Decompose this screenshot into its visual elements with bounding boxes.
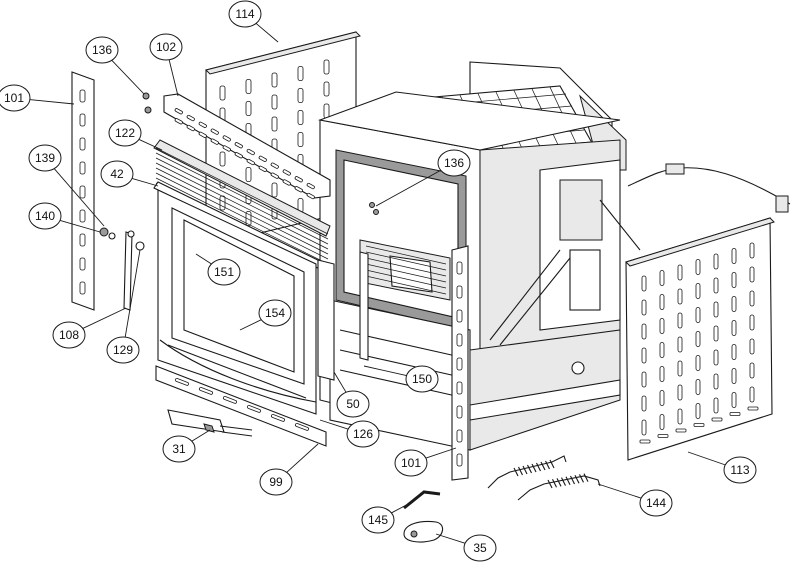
callout-35: 35 bbox=[463, 534, 497, 562]
callout-label: 108 bbox=[59, 328, 79, 342]
callout-leader-35 bbox=[435, 533, 468, 545]
callout-label: 35 bbox=[473, 541, 487, 555]
callout-leader-101 bbox=[26, 98, 75, 105]
callout-108: 108 bbox=[52, 321, 86, 349]
callout-136: 136 bbox=[437, 149, 471, 177]
callout-label: 113 bbox=[730, 463, 749, 477]
callout-leader-154 bbox=[239, 318, 264, 331]
callout-leader-144 bbox=[597, 483, 644, 500]
callout-label: 129 bbox=[113, 343, 133, 357]
callout-145: 145 bbox=[361, 506, 395, 534]
firebox-body bbox=[317, 61, 791, 451]
callout-label: 139 bbox=[35, 151, 55, 165]
callout-leader-31 bbox=[189, 429, 211, 443]
callout-leader-136 bbox=[375, 168, 443, 207]
callout-114: 114 bbox=[228, 0, 262, 28]
callout-label: 145 bbox=[368, 513, 388, 527]
callout-122: 122 bbox=[108, 119, 142, 147]
side-panel-113 bbox=[625, 217, 775, 461]
callout-leader-102 bbox=[168, 59, 179, 97]
callout-leader-145 bbox=[389, 501, 413, 515]
callout-label: 154 bbox=[265, 306, 285, 320]
callout-label: 42 bbox=[110, 167, 124, 181]
callout-leader-151 bbox=[195, 253, 214, 266]
callout-140: 140 bbox=[28, 202, 62, 230]
callout-label: 122 bbox=[115, 126, 135, 140]
callout-126: 126 bbox=[346, 420, 380, 448]
callout-leader-150 bbox=[363, 365, 410, 377]
screw-136-lower bbox=[369, 202, 379, 215]
callout-label: 102 bbox=[156, 40, 176, 54]
callout-leader-113 bbox=[687, 451, 728, 467]
callout-leader-129 bbox=[124, 249, 141, 338]
callout-label: 136 bbox=[92, 43, 112, 57]
callout-label: 144 bbox=[646, 496, 666, 510]
callout-label: 101 bbox=[4, 91, 24, 105]
callout-leader-99 bbox=[285, 443, 319, 474]
handle-rod-108 bbox=[123, 230, 135, 311]
callout-label: 101 bbox=[401, 456, 421, 470]
washer-129 bbox=[135, 241, 145, 251]
rod-145 bbox=[403, 490, 441, 510]
callout-leader-139 bbox=[53, 167, 105, 227]
callout-label: 150 bbox=[412, 372, 432, 386]
bottom-trim-99 bbox=[155, 365, 327, 447]
callout-102: 102 bbox=[149, 33, 183, 61]
callout-leader-122 bbox=[136, 138, 163, 151]
callout-42: 42 bbox=[100, 160, 134, 188]
callout-139: 139 bbox=[28, 144, 62, 172]
callout-label: 50 bbox=[346, 397, 360, 411]
tool-31 bbox=[167, 409, 253, 437]
screws-136 bbox=[142, 92, 152, 114]
callout-leader-50 bbox=[333, 371, 347, 394]
left-upright-101 bbox=[71, 71, 95, 311]
callout-label: 136 bbox=[444, 156, 464, 170]
door-side-frame-50 bbox=[317, 251, 369, 381]
grille-122 bbox=[153, 139, 331, 270]
callout-label: 126 bbox=[353, 427, 373, 441]
callout-leader-101 bbox=[423, 447, 457, 460]
springs-144 bbox=[487, 455, 601, 501]
callout-99: 99 bbox=[259, 468, 293, 496]
clip-35 bbox=[403, 520, 444, 543]
callout-144: 144 bbox=[639, 489, 673, 517]
callout-113: 113 bbox=[723, 456, 757, 484]
callout-leader-42 bbox=[129, 177, 159, 187]
callout-label: 114 bbox=[235, 7, 254, 21]
callout-label: 99 bbox=[269, 475, 283, 489]
callout-129: 129 bbox=[106, 336, 140, 364]
callout-136: 136 bbox=[85, 36, 119, 64]
callout-50: 50 bbox=[336, 390, 370, 418]
callout-150: 150 bbox=[405, 365, 439, 393]
callout-31: 31 bbox=[162, 435, 196, 463]
callout-154: 154 bbox=[258, 299, 292, 327]
louvre-panel-102 bbox=[163, 93, 331, 200]
front-upright-101-right bbox=[451, 245, 469, 481]
callout-leader-136 bbox=[110, 59, 145, 95]
callout-leader-126 bbox=[319, 419, 351, 431]
fasteners-139-140 bbox=[99, 227, 116, 240]
callout-leader-140 bbox=[57, 219, 101, 233]
door-151 bbox=[157, 189, 317, 415]
callout-leader-108 bbox=[80, 307, 127, 330]
callout-101: 101 bbox=[0, 84, 31, 112]
callout-label: 151 bbox=[214, 265, 234, 279]
callout-leader-114 bbox=[254, 22, 279, 43]
callout-101: 101 bbox=[394, 449, 428, 477]
callout-label: 31 bbox=[172, 442, 186, 456]
callout-label: 140 bbox=[35, 209, 55, 223]
callout-151: 151 bbox=[207, 258, 241, 286]
